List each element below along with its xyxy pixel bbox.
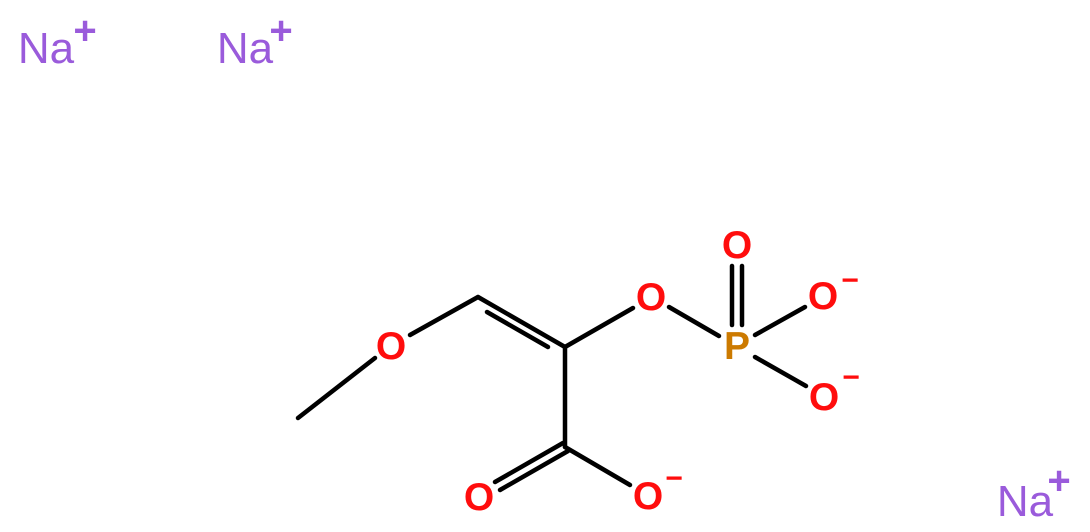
sodium-ion-label: Na <box>997 477 1054 526</box>
bond-line <box>497 448 571 493</box>
charge-minus-label: − <box>842 361 860 394</box>
sodium-ion-label: Na <box>217 24 274 73</box>
bond-line <box>492 440 566 485</box>
sodium-ion-label: Na <box>18 24 75 73</box>
bonds-group <box>295 263 809 493</box>
atom-label-p: P <box>724 325 750 368</box>
charge-plus-label: + <box>73 9 96 53</box>
atom-label-o: O <box>809 376 839 419</box>
bond-line <box>407 294 481 338</box>
atom-label-o: O <box>808 275 838 318</box>
bond-line <box>562 305 636 350</box>
bond-line <box>752 354 809 389</box>
bond-line <box>484 309 551 350</box>
atom-label-o: O <box>636 276 666 319</box>
charge-minus-label: − <box>665 462 683 495</box>
atom-label-o: O <box>633 475 663 518</box>
bond-line <box>475 294 568 350</box>
bond-line <box>666 304 722 339</box>
charge-plus-label: + <box>1047 459 1070 503</box>
bond-line <box>562 444 633 488</box>
atom-label-o: O <box>464 476 494 519</box>
bond-line <box>295 355 378 421</box>
atom-label-o: O <box>376 325 406 368</box>
charge-minus-label: − <box>841 264 859 297</box>
atom-label-o: O <box>722 224 752 267</box>
charge-plus-label: + <box>269 9 292 53</box>
bond-line <box>752 304 808 338</box>
ions-group: Na+Na+Na+ <box>18 9 1071 526</box>
